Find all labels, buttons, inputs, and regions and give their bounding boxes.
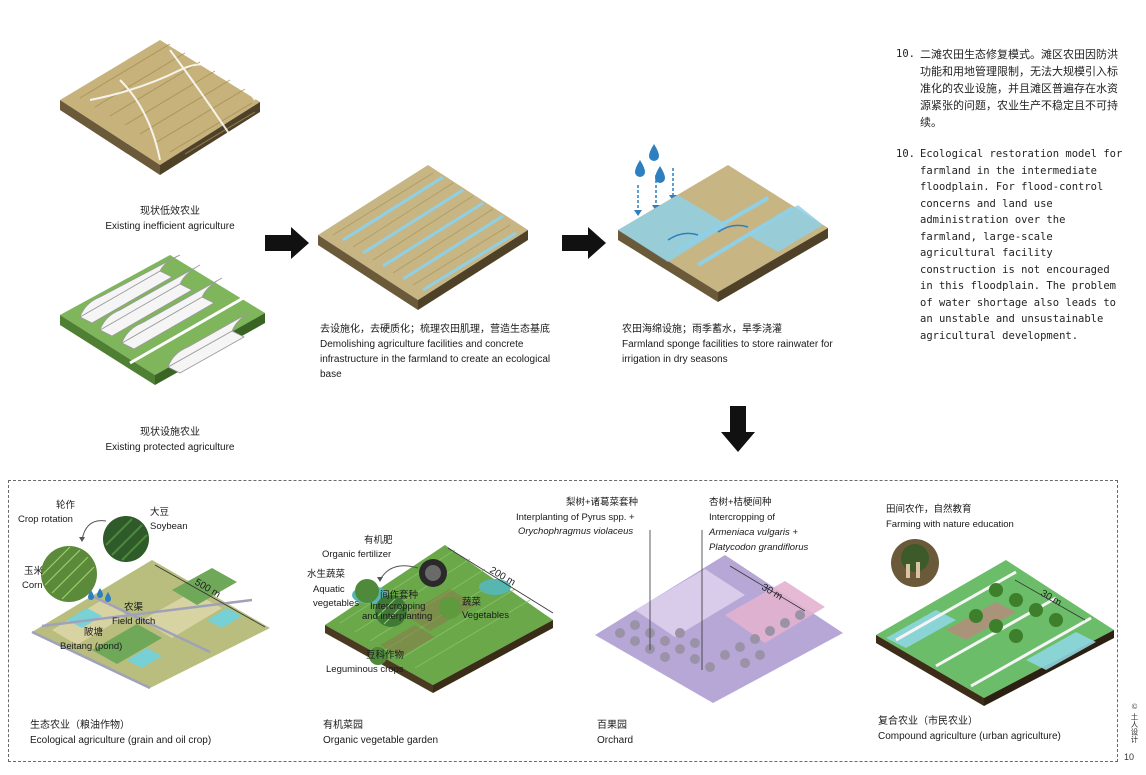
inter-label-en1: Intercropping [370,601,426,612]
note-zh: 10. 二滩农田生态修复模式。滩区农田因防洪功能和用地管理限制，无法大规模引入标… [896,48,1118,129]
rotation-label-en: Crop rotation [18,514,73,525]
legume-label-en: Leguminous crops [326,664,404,675]
inter-label-zh: 间作套种 [380,590,419,601]
orchard-b-en3: Platycodon grandiflorus [709,542,809,553]
orchard-a-en1: Interplanting of Pyrus spp. + [516,512,635,523]
restored-farmland-block [318,165,528,310]
step1b-caption: 现状设施农业 Existing protected agriculture [105,427,235,453]
ditch-label-en: Field ditch [112,616,156,627]
veg-dimension-line [447,547,554,614]
soy-label-zh: 大豆 [150,507,170,518]
process-arrow-1 [265,227,309,259]
note-en: 10. Ecological restoration model for far… [896,148,1123,342]
orchard-caption: 百果园 Orchard [597,720,634,746]
edu-label-en: Farming with nature education [886,519,1014,530]
rotation-label-zh: 轮作 [56,500,76,511]
aqua-label-en2: vegetables [313,598,359,609]
down-arrow [721,406,755,452]
page-number: 10 [1124,752,1135,762]
vege-label-en: Vegetables [462,610,510,621]
orchard-a-en2: Orychophragmus violaceus [518,526,634,537]
aquatic-veg-circle [355,579,379,603]
credit: © 土人设计 [1130,702,1139,744]
corn-label-zh: 玉米 [24,566,44,577]
fertilizer-circle [419,559,447,587]
soybean-circle [103,516,149,562]
soy-label-en: Soybean [150,521,188,532]
orchard-b-en1: Intercropping of [709,512,776,523]
compound-caption: 复合农业（市民农业） Compound agriculture (urban a… [878,716,1061,742]
orchard-leader-lines [649,530,703,670]
orchard-a-zh: 梨树+诸葛菜套种 [566,497,639,508]
pond-label-en: Beitang (pond) [60,641,123,652]
compound-block [876,560,1114,706]
inter-label-en2: and interplanting [362,611,433,622]
legume-label-zh: 豆科作物 [366,650,405,661]
sponge-farmland-block [618,144,828,302]
aqua-label-en1: Aquatic [313,584,345,595]
vege-label-zh: 蔬菜 [462,597,482,608]
orchard-dimension-line [729,565,806,612]
step1-caption: 现状低效农业 Existing inefficient agriculture [105,206,235,232]
corn-label-en: Corn [22,580,43,591]
fert-label-en: Organic fertilizer [322,549,392,560]
typologies-frame [8,480,1118,762]
compound-dimension-line [1014,579,1086,621]
greenhouse-block [60,254,265,385]
fert-label-zh: 有机肥 [364,535,393,546]
edu-label-zh: 田间农作，自然教育 [886,504,972,515]
veg-caption: 有机菜园 Organic vegetable garden [323,720,439,746]
aqua-label-zh: 水生蔬菜 [307,569,346,580]
vegetable-circle [439,597,461,619]
orchard-b-zh: 杏树+桔梗间种 [709,497,772,508]
eco-dimension-line [154,564,266,628]
legume-circle [369,647,387,665]
ditch-label-zh: 农渠 [124,602,144,613]
education-photo-circle [891,539,939,587]
intercrop-circle [375,595,407,627]
process-arrow-2 [562,227,606,259]
eco-caption: 生态农业（粮油作物） Ecological agriculture (grain… [30,720,212,746]
orchard-block [595,555,843,703]
pond-label-zh: 陂塘 [84,627,104,638]
existing-farmland-block [60,40,260,175]
corn-circle [41,546,97,602]
eco-agriculture-block [31,560,270,690]
water-drops-icon [88,588,111,602]
step3-caption: 农田海绵设施；雨季蓄水，旱季浇灌 Farmland sponge facilit… [622,324,833,365]
rotation-arrow [79,520,107,542]
orchard-b-en2: Armeniaca vulgaris + [709,527,798,538]
fertilizer-arrow [377,565,419,582]
step2-caption: 去设施化，去硬质化；梳理农田肌理，营造生态基底 Demolishing agri… [320,324,551,380]
